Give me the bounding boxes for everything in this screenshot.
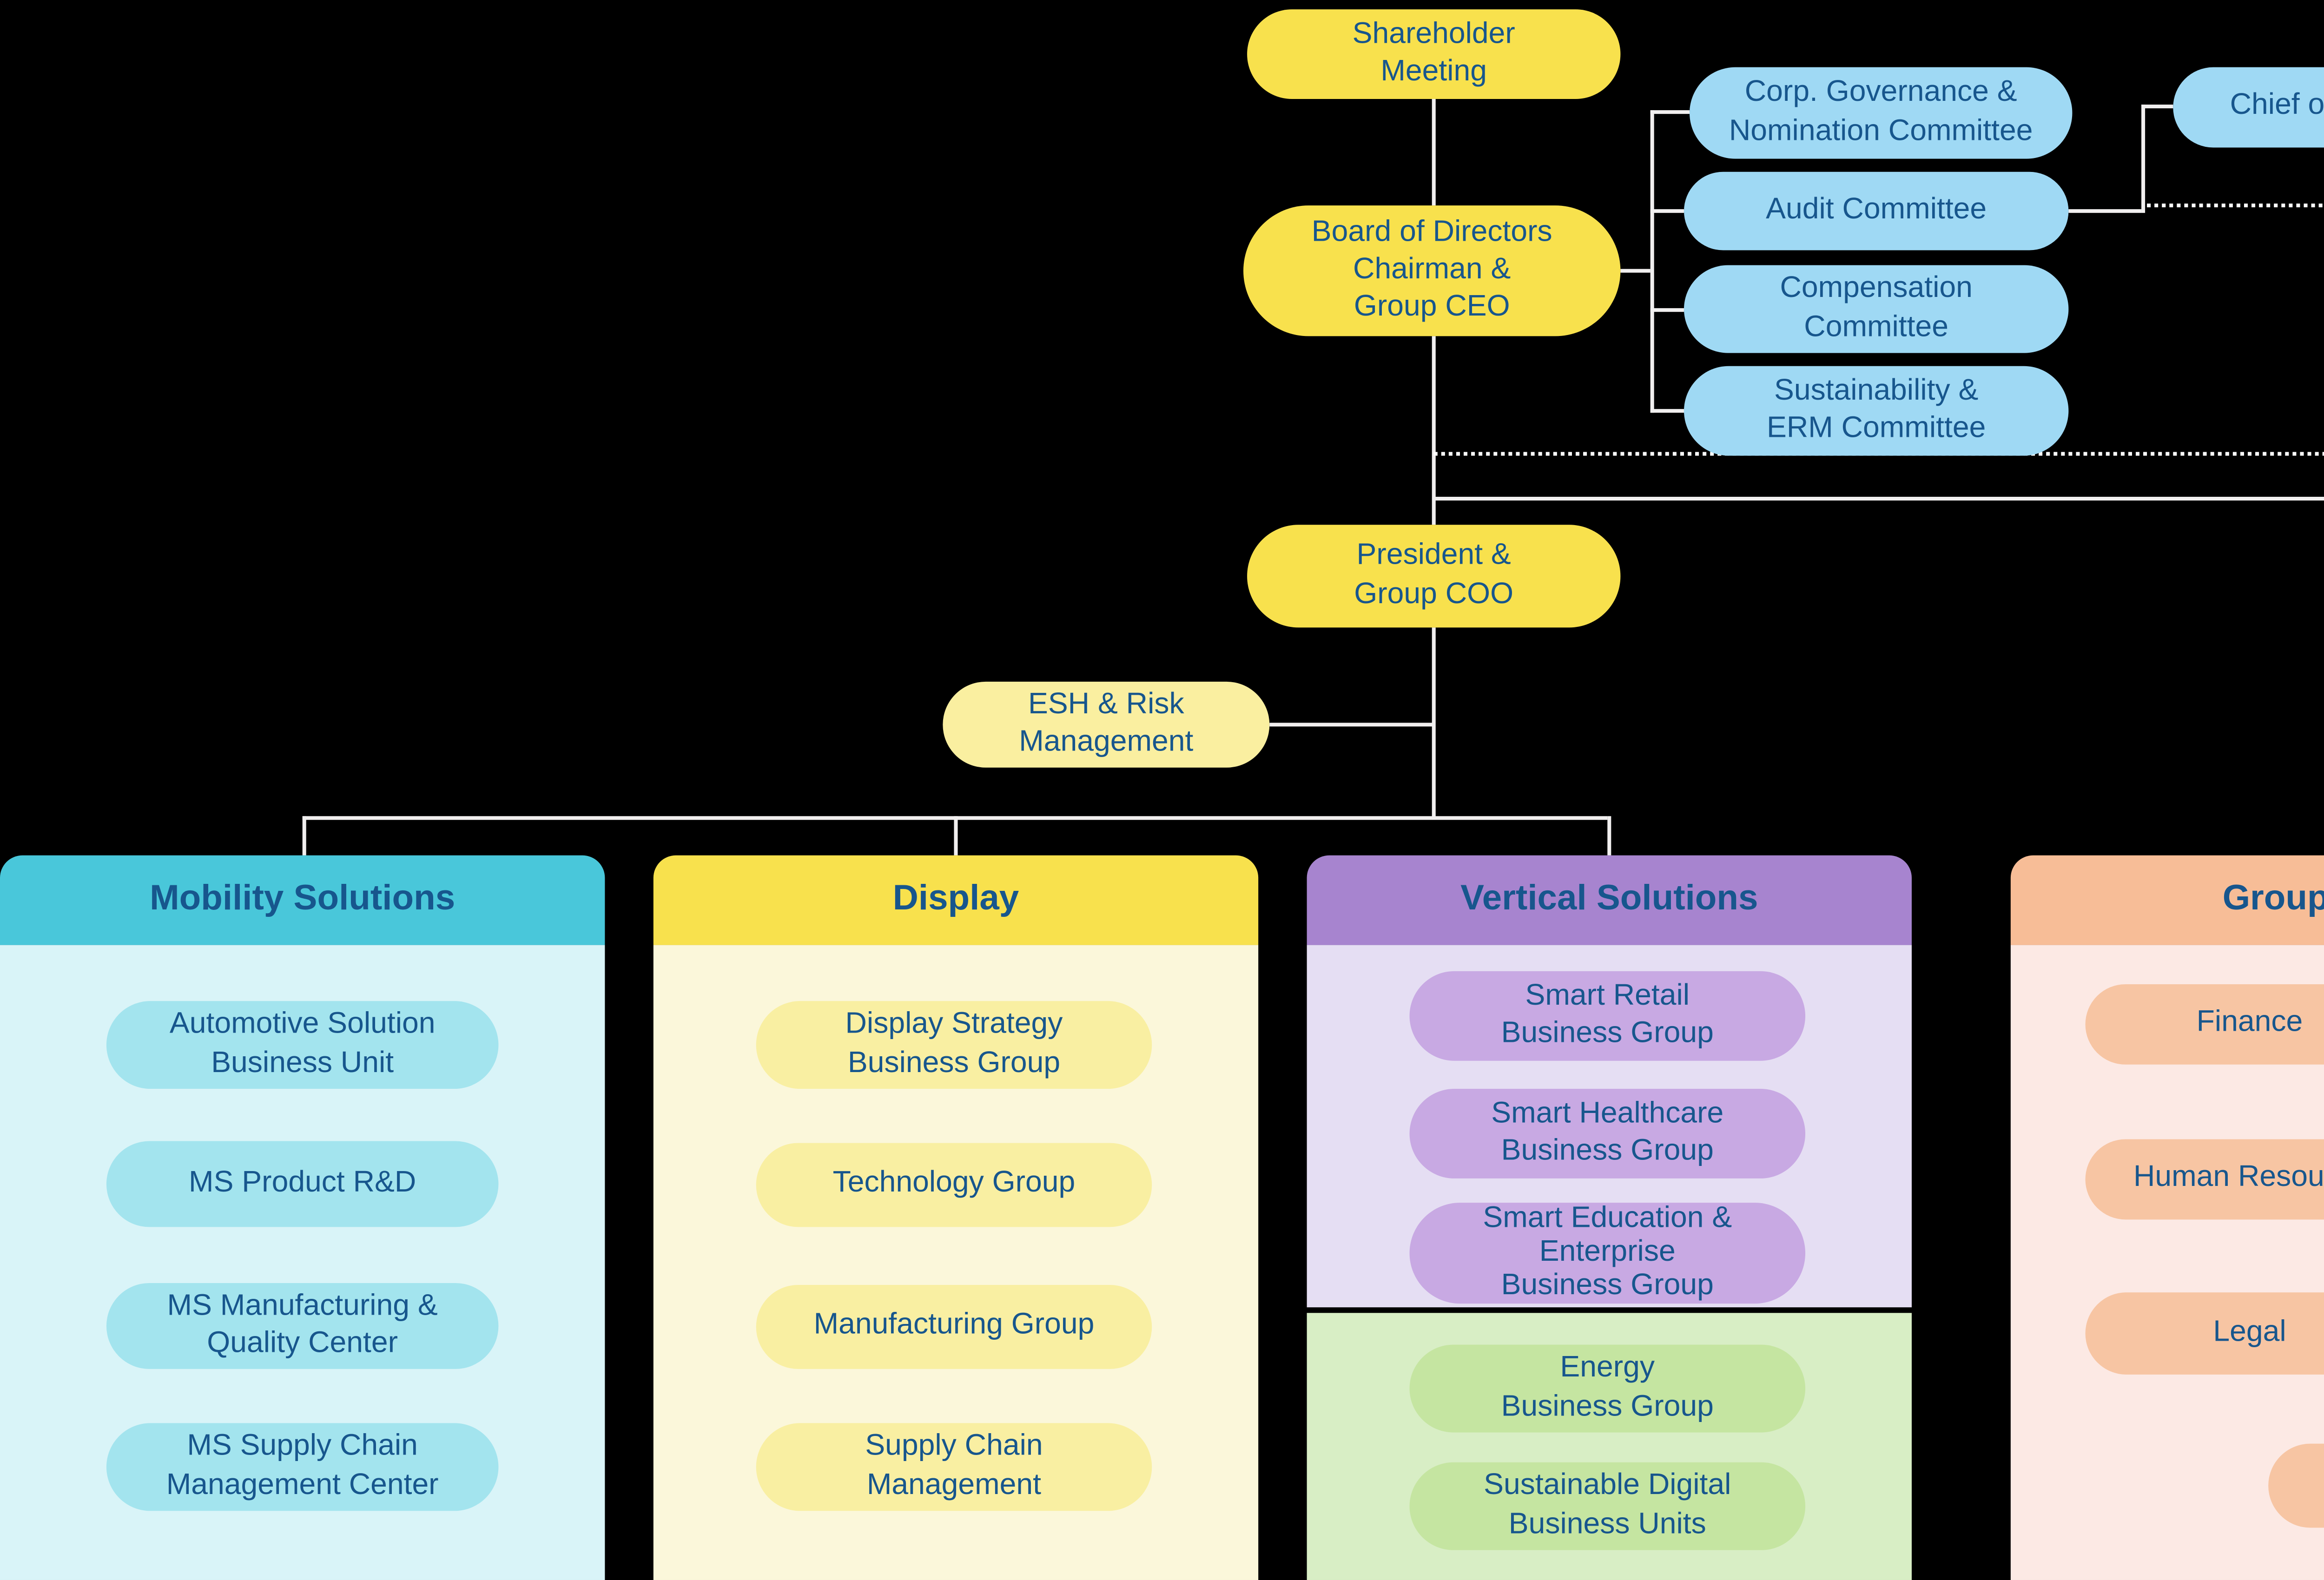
pill-legal: Legal bbox=[2085, 1292, 2324, 1375]
line-audit-elbow-h1 bbox=[2068, 209, 2142, 213]
pill-shareholder-meeting: Shareholder Meeting bbox=[1247, 9, 1621, 99]
pill-committee-audit: Audit Committee bbox=[1684, 171, 2069, 250]
division-header-display: Display bbox=[653, 855, 1259, 945]
pill-finance: Finance bbox=[2085, 984, 2324, 1065]
line-stub-display bbox=[954, 816, 958, 856]
division-header-vertical-solutions: Vertical Solutions bbox=[1307, 855, 1912, 945]
pill-esh-risk-management: ESH & Risk Management bbox=[943, 681, 1270, 768]
pill-ms-product-rd: MS Product R&D bbox=[106, 1141, 499, 1227]
line-audit-elbow-h2 bbox=[2141, 105, 2173, 109]
division-header-mobility: Mobility Solutions bbox=[0, 855, 605, 945]
pill-chief-of-compliance: Chief of Compliance bbox=[2173, 67, 2324, 148]
dotted-line-audit-right bbox=[2147, 204, 2324, 208]
line-board-to-bracket bbox=[1620, 269, 1651, 273]
pill-technology-group: Technology Group bbox=[756, 1143, 1152, 1227]
line-shareholder-board bbox=[1432, 99, 1436, 206]
pill-human-resource: Human Resource bbox=[2085, 1139, 2324, 1220]
line-stub-sustainability bbox=[1650, 409, 1684, 413]
pill-automotive-solution-business-unit: Automotive Solution Business Unit bbox=[106, 1001, 499, 1089]
pill-sustainable-digital-business-units: Sustainable Digital Business Units bbox=[1409, 1462, 1806, 1550]
pill-smart-healthcare-business-group: Smart Healthcare Business Group bbox=[1409, 1089, 1806, 1178]
line-esh-branch bbox=[1269, 723, 1434, 727]
pill-supply-chain-management: Supply Chain Management bbox=[756, 1423, 1152, 1511]
line-committee-bracket bbox=[1650, 110, 1654, 413]
line-stub-mobility bbox=[302, 816, 306, 856]
line-stub-governance bbox=[1650, 110, 1690, 114]
pill-ms-supply-chain-management-center: MS Supply Chain Management Center bbox=[106, 1423, 499, 1511]
pill-smart-education-enterprise-business-group: Smart Education & Enterprise Business Gr… bbox=[1409, 1203, 1806, 1304]
pill-smart-retail-business-group: Smart Retail Business Group bbox=[1409, 971, 1806, 1061]
line-board-president bbox=[1432, 336, 1436, 525]
line-audit-elbow-v bbox=[2141, 105, 2146, 213]
pill-committee-corp-governance: Corp. Governance & Nomination Committee bbox=[1690, 67, 2073, 159]
pill-display-strategy-business-group: Display Strategy Business Group bbox=[756, 1001, 1152, 1089]
pill-committee-sustainability-erm: Sustainability & ERM Committee bbox=[1684, 366, 2069, 456]
pill-energy-business-group: Energy Business Group bbox=[1409, 1344, 1806, 1433]
line-stub-compensation bbox=[1650, 308, 1684, 312]
line-stub-vertical bbox=[1607, 816, 1611, 856]
pill-ms-manufacturing-quality-center: MS Manufacturing & Quality Center bbox=[106, 1283, 499, 1369]
division-header-group-infrastructure-unit: Group Infrastructure Unit bbox=[2010, 855, 2324, 945]
pill-manufacturing-group: Manufacturing Group bbox=[756, 1285, 1152, 1369]
pill-board-of-directors: Board of Directors Chairman & Group CEO bbox=[1243, 205, 1621, 336]
pill-president-coo: President & Group COO bbox=[1247, 525, 1621, 628]
line-stub-audit bbox=[1650, 209, 1684, 213]
line-branch-infrastructure-h bbox=[1433, 497, 2324, 501]
pill-committee-compensation: Compensation Committee bbox=[1684, 265, 2069, 353]
